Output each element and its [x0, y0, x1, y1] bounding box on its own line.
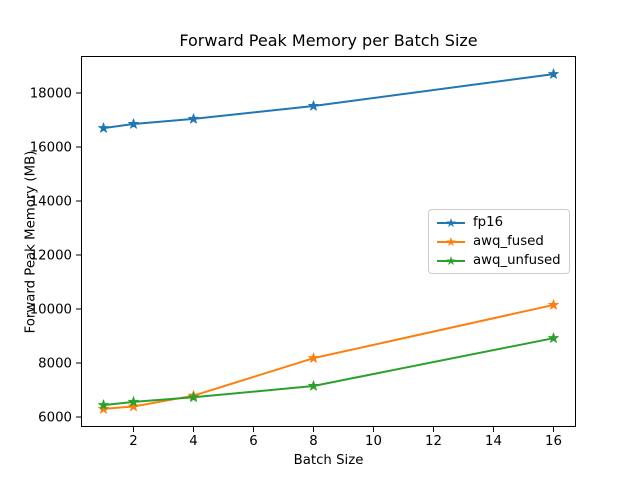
legend-star-icon	[446, 217, 456, 227]
series-line-awq_unfused	[103, 337, 554, 407]
y-tick-label: 10000	[30, 303, 72, 318]
series-marker-awq_unfused	[128, 396, 139, 407]
series-marker-fp16	[548, 68, 559, 79]
series-marker-fp16	[308, 100, 319, 111]
legend-star-icon	[446, 236, 456, 246]
legend-label-awq_fused: awq_fused	[473, 233, 544, 249]
series-line-fp16	[103, 73, 554, 130]
y-tick-label: 18000	[30, 87, 72, 102]
y-tick-label: 12000	[30, 249, 72, 264]
legend-label-fp16: fp16	[473, 214, 504, 230]
series-marker-awq_unfused	[308, 380, 319, 391]
legend-item-fp16: fp16	[436, 216, 561, 230]
series-marker-fp16	[188, 113, 199, 124]
y-tick-label: 16000	[30, 141, 72, 156]
legend-line-sample-awq_fused	[437, 236, 465, 246]
x-tick-label: 14	[485, 434, 502, 449]
legend-item-awq_unfused: awq_unfused	[436, 254, 561, 268]
legend-star-icon	[446, 255, 456, 265]
y-tick-label: 8000	[38, 357, 72, 372]
legend-line-sample-awq_unfused	[437, 255, 465, 265]
y-tick-label: 6000	[38, 411, 72, 426]
plot-frame	[81, 56, 576, 427]
legend: fp16 awq_fused awq_unfused	[428, 209, 570, 274]
chart-title: Forward Peak Memory per Batch Size	[179, 31, 478, 50]
series-line-awq_fused	[103, 303, 554, 410]
series-marker-fp16	[98, 122, 109, 133]
series-marker-awq_fused	[548, 299, 559, 310]
x-tick-label: 4	[189, 434, 197, 449]
x-tick-label: 2	[129, 434, 137, 449]
y-axis-label: Forward Peak Memory (MB)	[23, 150, 39, 334]
series-marker-awq_fused	[98, 403, 109, 414]
legend-label-awq_unfused: awq_unfused	[473, 252, 561, 268]
x-tick-label: 10	[365, 434, 382, 449]
legend-line-sample-fp16	[437, 217, 465, 227]
x-tick-label: 16	[545, 434, 562, 449]
series-marker-awq_fused	[308, 352, 319, 363]
series-marker-awq_unfused	[188, 391, 199, 402]
x-tick-label: 8	[309, 434, 317, 449]
x-tick-label: 12	[425, 434, 442, 449]
x-tick-label: 6	[249, 434, 257, 449]
series-marker-awq_fused	[128, 400, 139, 412]
series-marker-awq_unfused	[548, 332, 559, 343]
series-marker-fp16	[128, 118, 139, 129]
series-marker-awq_unfused	[98, 399, 109, 410]
y-tick-label: 14000	[30, 195, 72, 210]
legend-item-awq_fused: awq_fused	[436, 235, 561, 249]
x-axis-label: Batch Size	[293, 453, 364, 468]
